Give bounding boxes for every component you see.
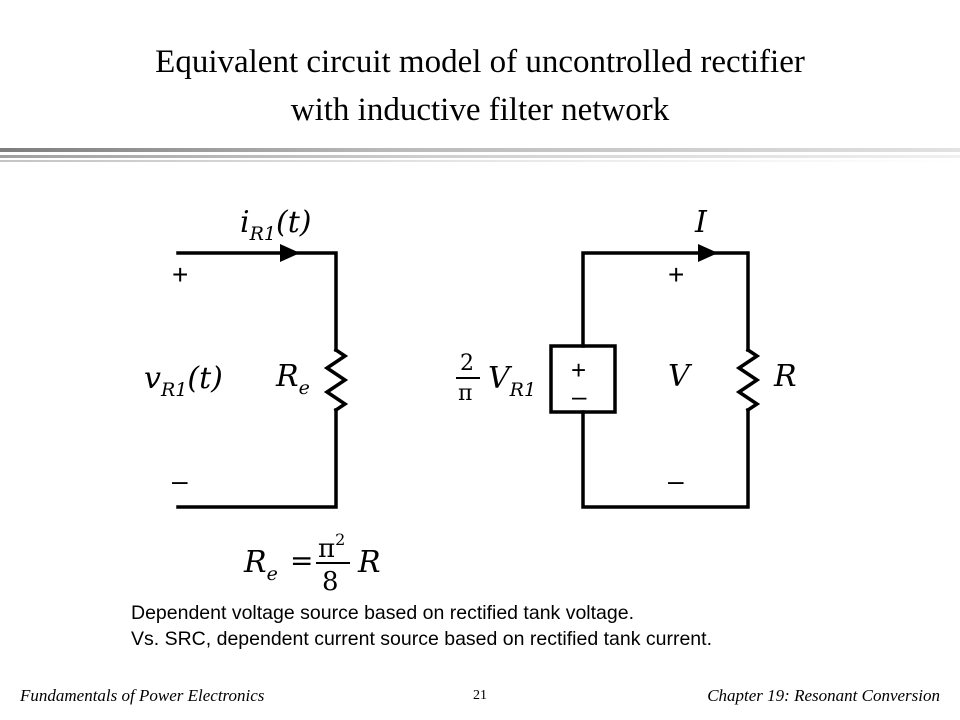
left-current-label: iR1(t) — [240, 205, 311, 245]
footer-chapter: Chapter 19: Resonant Conversion — [707, 686, 940, 705]
right-bottom-wire — [581, 408, 750, 509]
equation-equals: = — [290, 544, 313, 577]
right-current-label: I — [694, 205, 708, 240]
right-current-arrow — [698, 244, 718, 262]
title-divider — [0, 148, 960, 162]
left-current-arrow — [280, 244, 300, 262]
source-variable: VR1 — [488, 361, 536, 401]
dependent-voltage-source — [549, 344, 617, 414]
right-top-wire — [581, 251, 750, 352]
source-coeff-denominator: π — [458, 381, 472, 406]
footer-page-number: 21 — [473, 688, 487, 703]
left-plus-sign: + — [172, 259, 188, 290]
source-plus-sign: + — [571, 355, 586, 385]
source-coeff-numerator: 2 — [460, 351, 474, 376]
title-line-1: Equivalent circuit model of uncontrolled… — [155, 44, 805, 80]
equation-lhs: Re — [243, 545, 278, 585]
source-minus-sign: – — [572, 381, 587, 411]
title-line-2: with inductive filter network — [290, 92, 670, 128]
right-minus-sign: – — [668, 465, 684, 496]
left-bottom-wire — [176, 408, 338, 509]
left-minus-sign: – — [172, 465, 188, 496]
notes: Dependent voltage source based on rectif… — [131, 600, 712, 652]
note-line-2: Vs. SRC, dependent current source based … — [131, 628, 712, 650]
footer-book-title: Fundamentals of Power Electronics — [20, 686, 265, 705]
equation-denominator: 8 — [322, 567, 339, 597]
slide-title: Equivalent circuit model of uncontrolled… — [0, 38, 960, 134]
left-resistor — [323, 347, 349, 413]
left-top-wire — [176, 251, 338, 352]
right-plus-sign: + — [668, 259, 684, 290]
left-voltage-label: vR1(t) — [144, 361, 223, 401]
right-circuit — [549, 251, 761, 509]
left-circuit — [176, 251, 349, 509]
equation-numerator: π2 — [318, 530, 345, 564]
right-voltage-label: V — [668, 359, 693, 394]
left-resistor-label: Re — [275, 359, 310, 399]
right-resistor — [735, 347, 761, 413]
equation-rhs: R — [357, 545, 381, 580]
right-resistor-label: R — [773, 359, 797, 394]
note-line-1: Dependent voltage source based on rectif… — [131, 602, 635, 624]
